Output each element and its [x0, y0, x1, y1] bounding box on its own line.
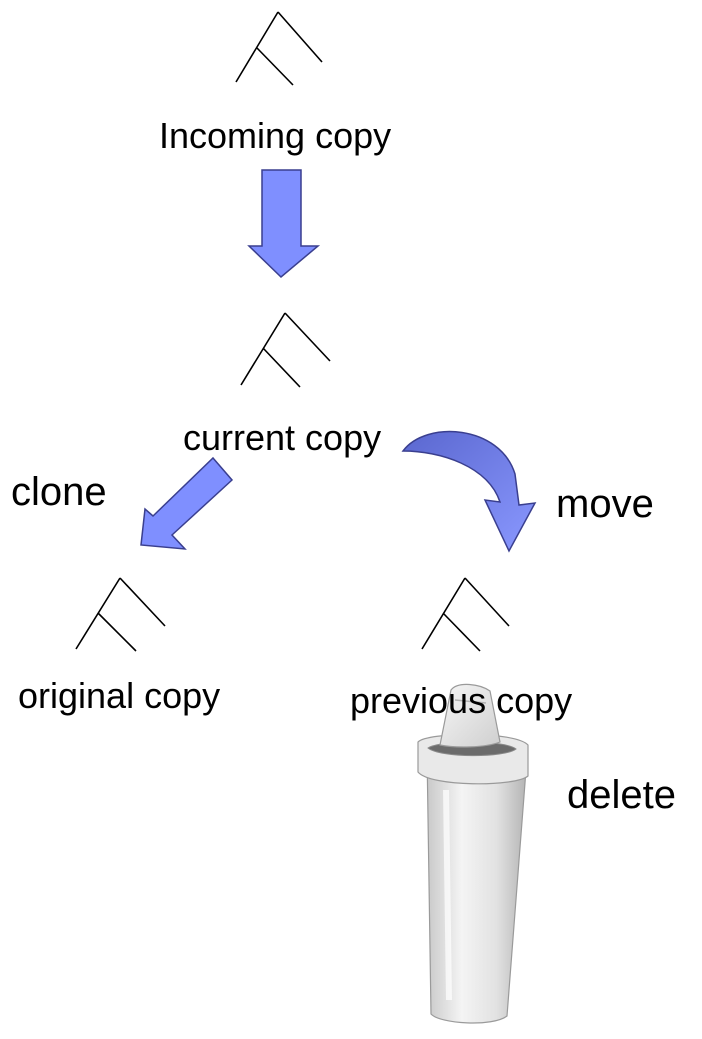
operation-label-delete: delete [567, 773, 676, 817]
tree-icon-incoming [235, 11, 323, 86]
trash-can-icon [417, 683, 529, 1024]
tree-icon-current [240, 312, 331, 388]
node-label-original-copy: original copy [18, 675, 221, 716]
clone-arrow [140, 456, 234, 550]
operation-label-move: move [556, 482, 654, 526]
node-label-current-copy: current copy [183, 417, 382, 458]
operation-label-clone: clone [11, 470, 107, 514]
tree-icon-previous [421, 577, 510, 652]
node-label-incoming-copy: Incoming copy [159, 115, 392, 156]
node-label-previous-copy: previous copy [350, 680, 573, 721]
arrow-incoming-to-current [247, 169, 321, 279]
move-arrow [401, 430, 537, 553]
tree-icon-original [75, 577, 166, 652]
